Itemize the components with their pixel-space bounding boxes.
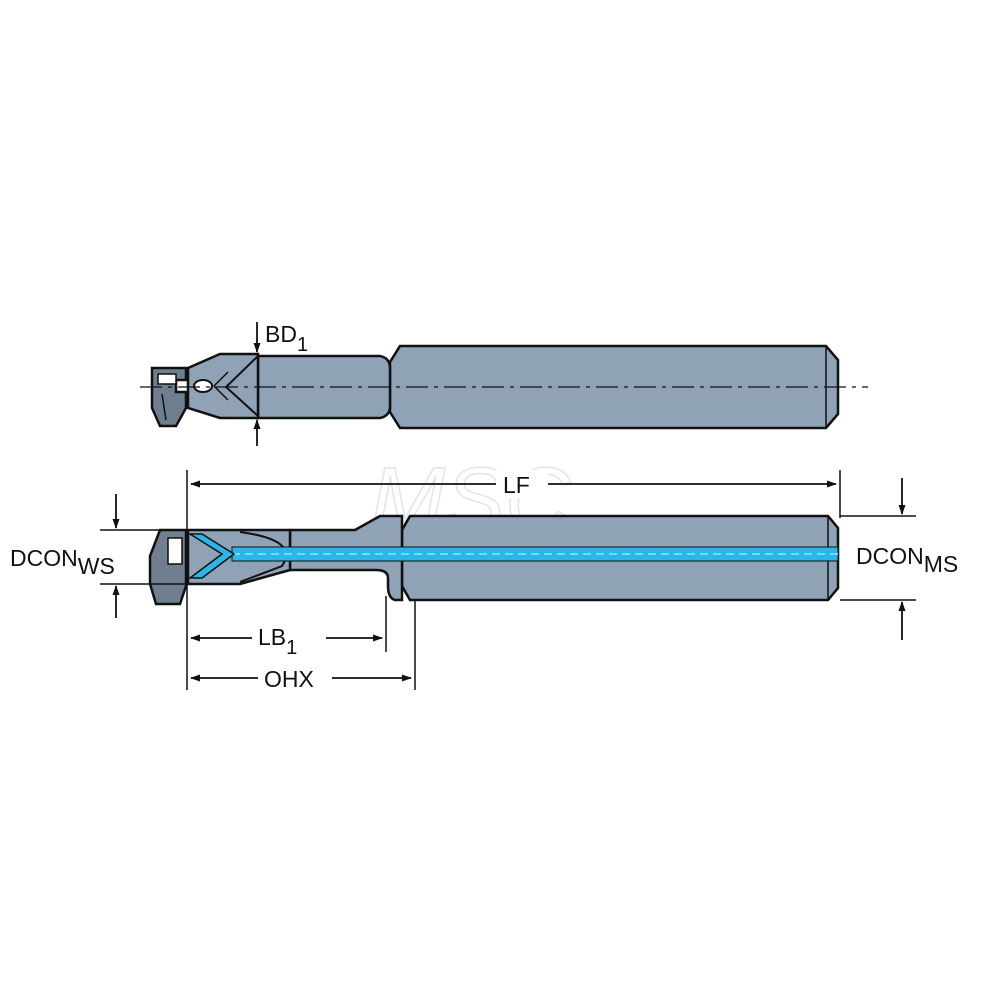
top-insert — [150, 366, 188, 428]
lf-label: LF — [503, 472, 530, 498]
dcon-ws-label: DCONWS — [10, 545, 115, 579]
top-view: BD1 — [140, 321, 868, 446]
bd-label: BD1 — [265, 321, 308, 356]
dcon-ms-label: DCONMS — [856, 543, 958, 577]
coolant-channel — [187, 533, 839, 579]
lb-label: LB1 — [258, 624, 297, 659]
side-insert — [148, 528, 188, 606]
top-head — [186, 352, 260, 420]
ohx-label: OHX — [264, 666, 314, 692]
side-view: LF DCONWS DCONMS LB1 OHX — [10, 470, 995, 692]
